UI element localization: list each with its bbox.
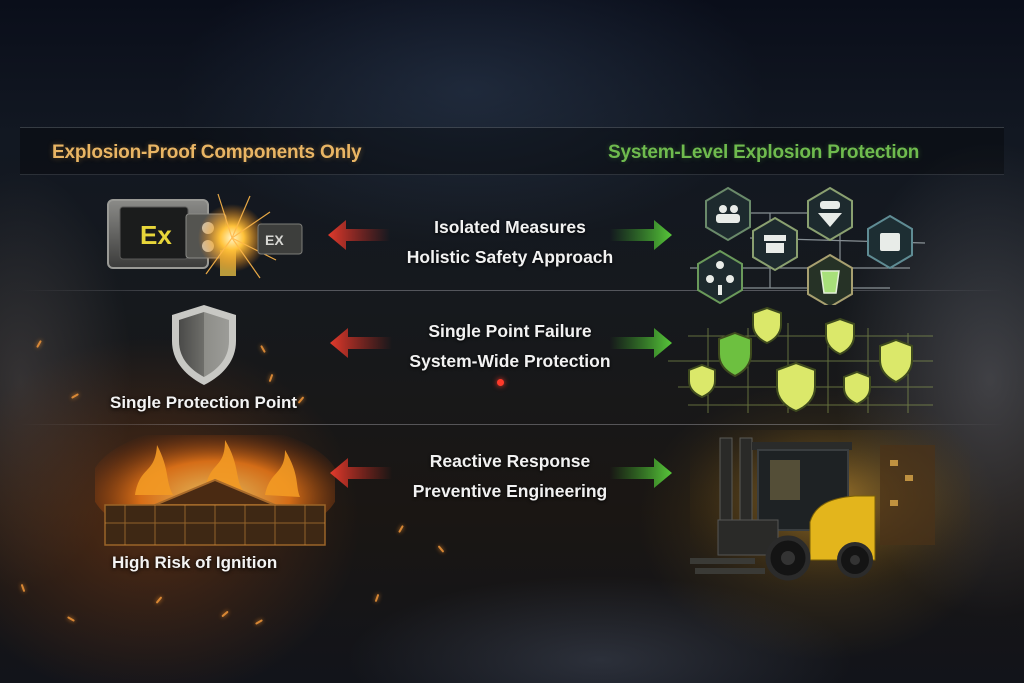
explosion-proof-forklift-icon	[690, 430, 970, 595]
spark-decoration	[297, 396, 305, 404]
left-arrow-icon	[330, 458, 392, 488]
spark-decoration	[155, 596, 163, 604]
solution-text: Holistic Safety Approach	[406, 247, 614, 267]
spark-decoration	[255, 619, 263, 625]
hex-network-icon	[690, 183, 930, 305]
row-divider	[20, 424, 1004, 425]
right-arrow-icon	[610, 220, 672, 250]
problem-text: Isolated Measures	[434, 217, 586, 237]
spark-decoration	[20, 583, 26, 593]
spark-decoration	[260, 345, 266, 353]
spark-decoration	[374, 593, 380, 603]
svg-text:Ex: Ex	[140, 220, 172, 250]
spark-decoration	[268, 373, 274, 383]
right-column-title: System-Level Explosion Protection	[608, 142, 920, 163]
shield-grid-icon	[668, 303, 938, 418]
solution-text: Preventive Engineering	[412, 481, 608, 501]
problem-text: Single Point Failure	[428, 321, 592, 341]
single-shield-icon	[168, 303, 240, 387]
single-protection-point-label: Single Protection Point	[110, 393, 298, 412]
left-arrow-icon	[328, 220, 390, 250]
spark-decoration	[221, 610, 229, 618]
comparison-text: Isolated Measures Holistic Safety Approa…	[360, 212, 660, 272]
spark-decoration	[398, 525, 404, 533]
failure-point-indicator	[497, 379, 504, 386]
burning-warehouse-icon	[95, 435, 335, 550]
ex-junction-box-icon: Ex EX	[100, 190, 315, 280]
spark-decoration	[437, 545, 445, 553]
left-arrow-icon	[330, 328, 392, 358]
svg-text:EX: EX	[265, 232, 284, 248]
spark-decoration	[36, 340, 42, 348]
high-risk-of-ignition-label: High Risk of Ignition	[112, 553, 278, 572]
spark-decoration	[71, 393, 79, 399]
spark-decoration	[67, 616, 75, 622]
left-column-title: Explosion-Proof Components Only	[52, 142, 362, 163]
header-band	[20, 127, 1004, 175]
solution-text: System-Wide Protection	[409, 351, 611, 371]
comparison-text: Reactive Response Preventive Engineering	[360, 446, 660, 506]
row-divider	[20, 290, 1004, 291]
right-arrow-icon	[610, 328, 672, 358]
comparison-text: Single Point Failure System-Wide Protect…	[360, 316, 660, 376]
right-arrow-icon	[610, 458, 672, 488]
problem-text: Reactive Response	[429, 451, 591, 471]
